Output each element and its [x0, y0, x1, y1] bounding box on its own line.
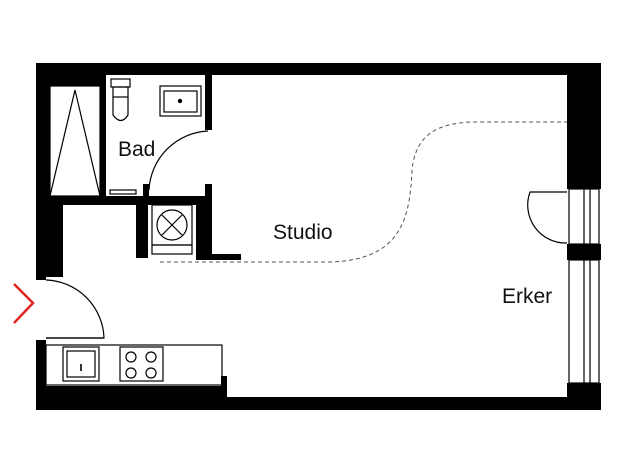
wall-bath-right: [205, 75, 212, 130]
kitchen-sink-icon: [62, 346, 100, 382]
wall-right-lower: [567, 383, 601, 410]
wall-bottom: [36, 397, 601, 410]
wall-left-upper: [36, 63, 46, 280]
entry-door-swing: [45, 279, 105, 339]
wall-kitchen-bottom: [46, 386, 226, 397]
wall-left-lower: [36, 340, 46, 410]
windows: [568, 188, 600, 384]
cooktop-icon: [119, 346, 164, 382]
wall-shower-right: [100, 75, 106, 200]
wall-right-upper: [567, 63, 601, 189]
wall-kitchen-right: [221, 376, 227, 397]
wall-bath-door-stub: [143, 184, 149, 198]
room-label-erker: Erker: [502, 285, 552, 308]
wall-vent-right: [196, 205, 212, 260]
room-label-bad: Bad: [118, 138, 155, 161]
wall-right-mid: [567, 244, 601, 260]
wall-stub-horizontal: [196, 254, 241, 260]
wall-closet-right: [136, 205, 148, 258]
wall-shower-top: [46, 75, 106, 86]
interior-walls: [46, 75, 241, 397]
erker-door-swing: [527, 191, 568, 244]
entry-chevron-icon: [13, 283, 35, 324]
wall-closet-left: [46, 205, 63, 277]
room-label-studio: Studio: [273, 221, 333, 244]
shower-icon: [49, 85, 101, 197]
kitchen-counter: [45, 344, 223, 386]
bath-door-swing: [148, 130, 209, 191]
wall-top: [36, 63, 601, 75]
washbasin-icon: [159, 85, 202, 117]
fixture-outlines: [45, 78, 568, 386]
wall-bath-right-low: [205, 184, 212, 205]
outer-walls: [36, 63, 601, 410]
toilet-icon: [110, 78, 131, 122]
wall-bath-left-inner: [46, 75, 50, 196]
erker-boundary-dashed: [160, 121, 567, 263]
ventilation-fan-icon: [151, 204, 193, 246]
wall-bath-bottom: [46, 196, 212, 205]
